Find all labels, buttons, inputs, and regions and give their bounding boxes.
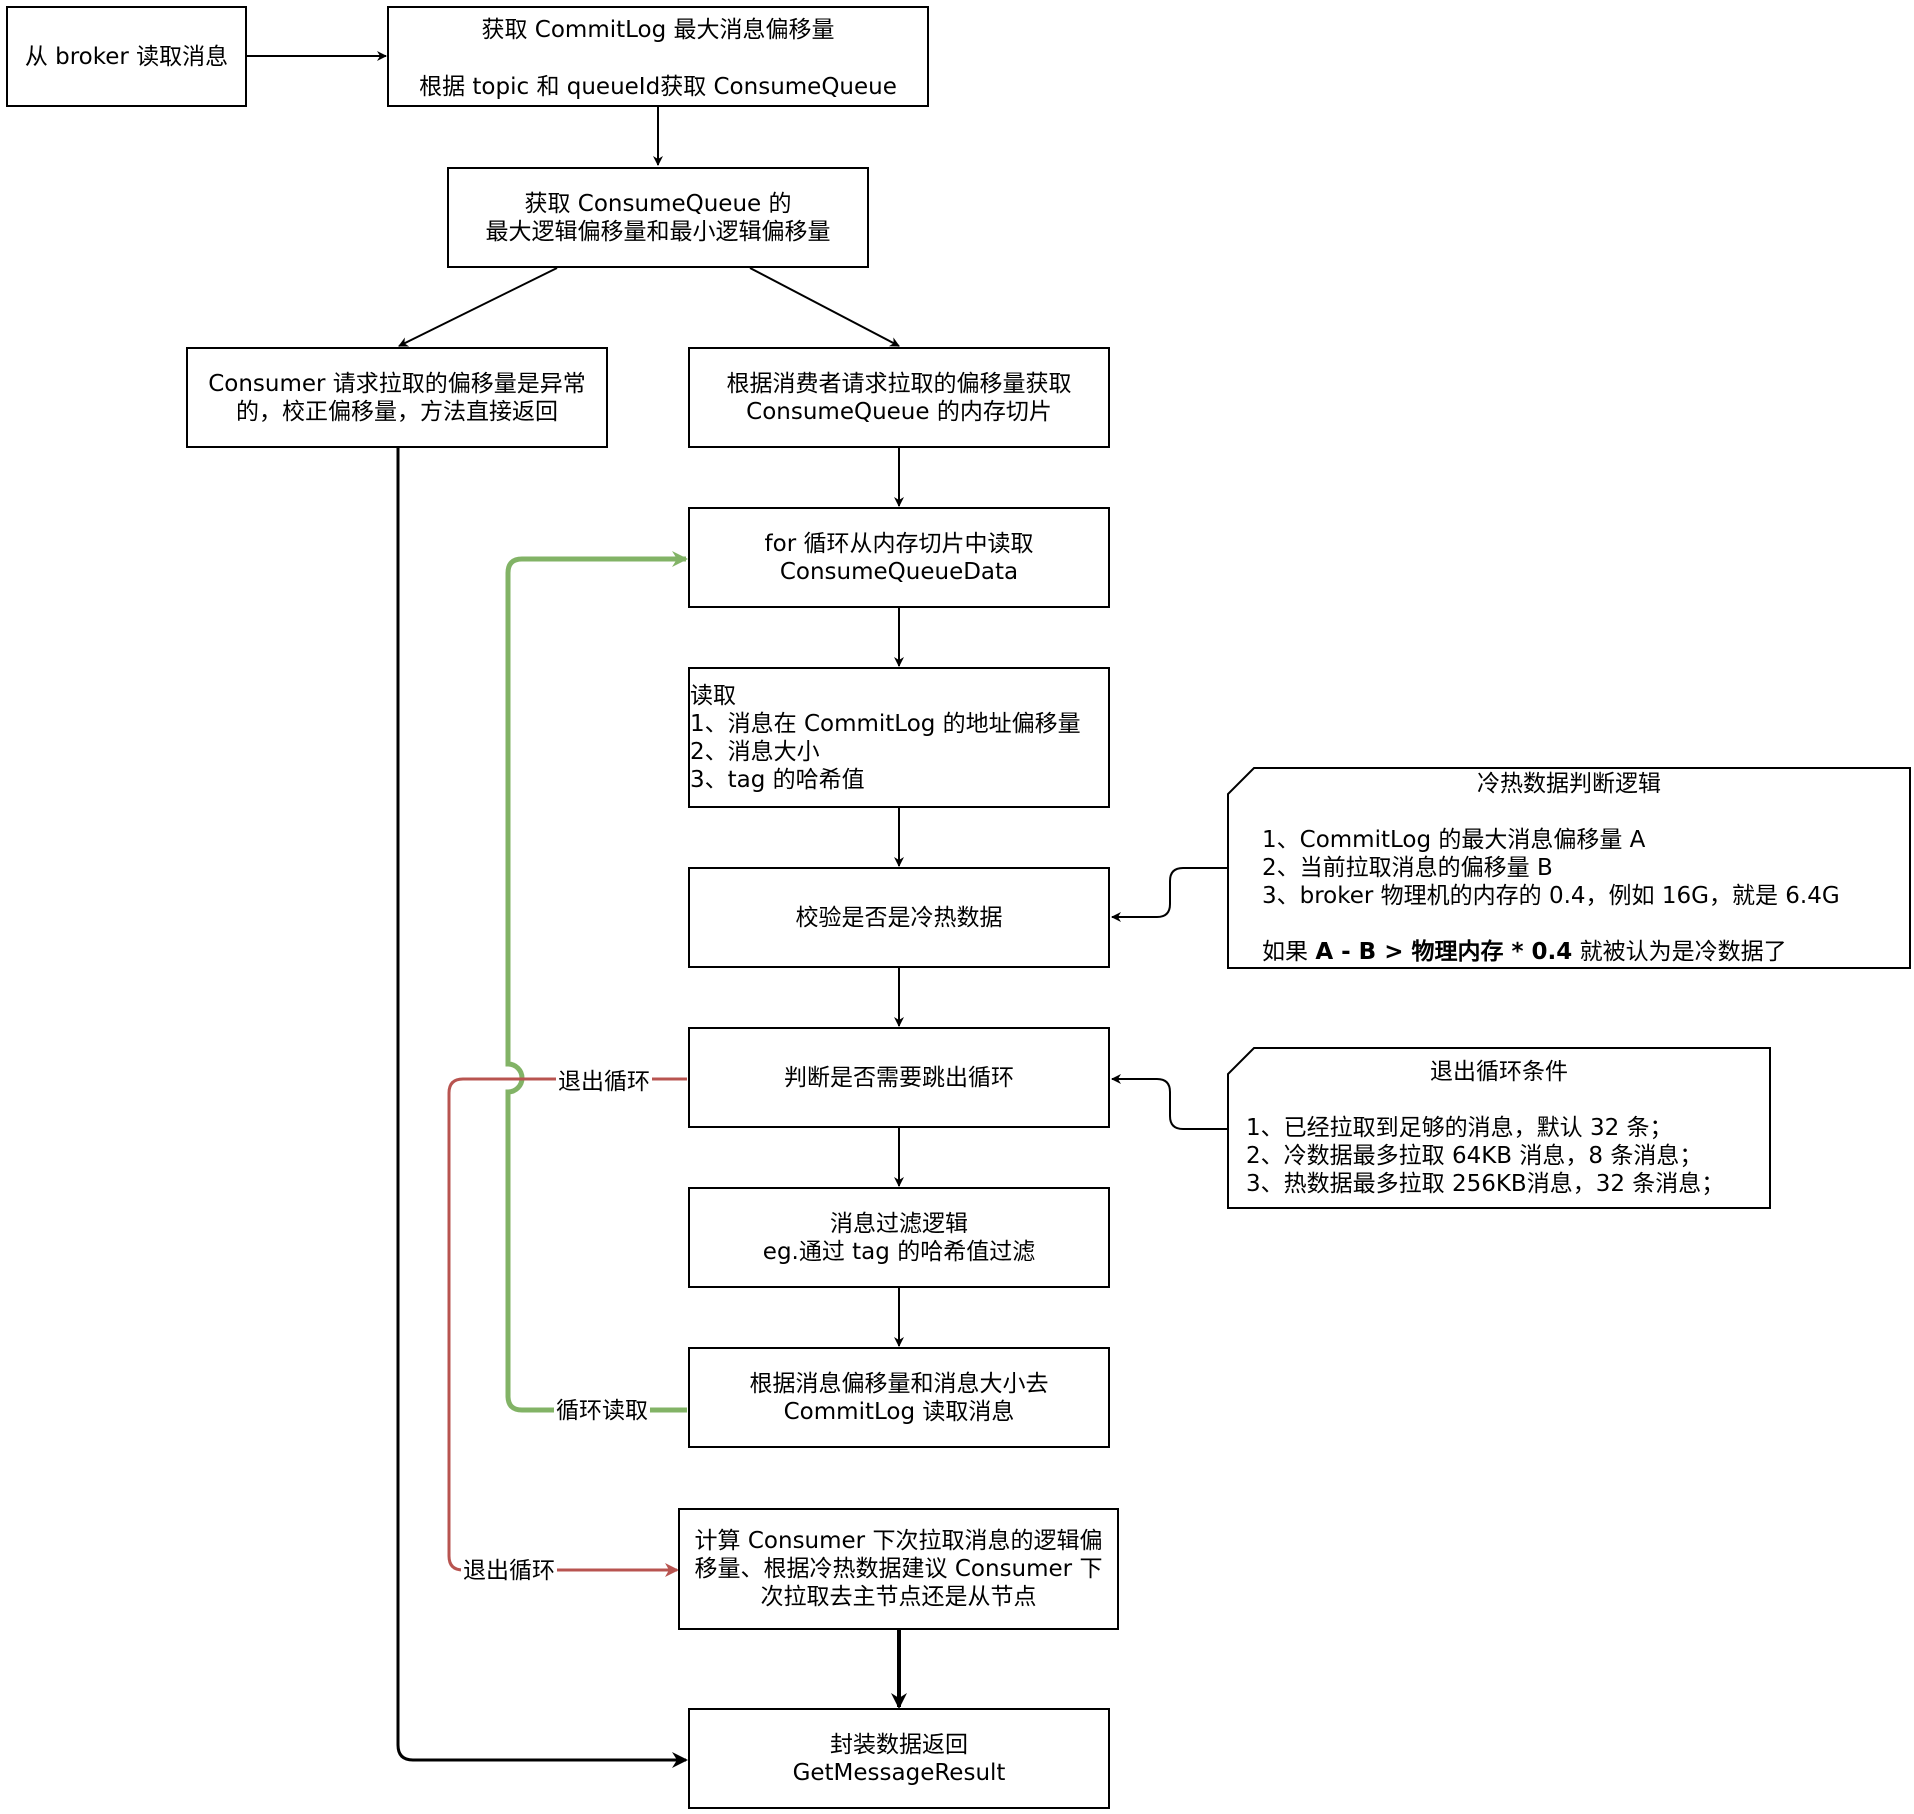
edge-label-exit-loop-top: 退出循环 [556, 1068, 652, 1096]
node-text-line: 获取 CommitLog 最大消息偏移量 [481, 17, 835, 43]
node-text-line: 读取 [690, 682, 736, 709]
node-text-line: 校验是否是冷热数据 [795, 904, 1003, 931]
node-read-from-broker[interactable]: 从 broker 读取消息 [6, 6, 247, 107]
note-cold-hot-item: 1、CommitLog 的最大消息偏移量 A [1262, 827, 1646, 853]
node-text-line: 3、tag 的哈希值 [690, 766, 865, 793]
node-text-line: 根据消息偏移量和消息大小去 [749, 1370, 1049, 1397]
node-text-line: 封装数据返回 [830, 1731, 968, 1758]
node-text-line: 计算 Consumer 下次拉取消息的逻辑偏 [694, 1528, 1103, 1554]
note-cold-hot-item: 3、broker 物理机的内存的 0.4，例如 16G，就是 6.4G [1262, 883, 1840, 909]
node-compute-next-offset[interactable]: 计算 Consumer 下次拉取消息的逻辑偏移量、根据冷热数据建议 Consum… [678, 1508, 1119, 1630]
note-cold-hot-shape [1227, 767, 1911, 969]
node-text-line: 次拉取去主节点还是从节点 [760, 1584, 1037, 1610]
node-text-line: 从 broker 读取消息 [24, 43, 229, 70]
node-text-line: CommitLog 读取消息 [783, 1398, 1015, 1425]
node-text-line: 获取 ConsumeQueue 的 [524, 190, 792, 217]
note-exit-title: 退出循环条件 [1430, 1059, 1568, 1085]
edge-cq-to-abnormal [398, 267, 558, 347]
note-cold-hot-rule: 如果 A - B > 物理内存 * 0.4 就被认为是冷数据了 [1228, 938, 1910, 966]
node-check-cold-hot[interactable]: 校验是否是冷热数据 [688, 867, 1110, 968]
note-cold-hot-item: 2、当前拉取消息的偏移量 B [1262, 855, 1553, 881]
edge-cq-to-slice [749, 267, 900, 347]
node-text-line: 的，校正偏移量，方法直接返回 [236, 398, 558, 425]
node-text-line: 移量、根据冷热数据建议 Consumer 下 [694, 1556, 1103, 1582]
edge-exit-loop [447, 1077, 687, 1577]
edge-label-loop-read: 循环读取 [554, 1397, 650, 1425]
node-text-line: 判断是否需要跳出循环 [784, 1064, 1014, 1091]
node-text-line: 最大逻辑偏移量和最小逻辑偏移量 [485, 218, 831, 245]
node-text-line: 根据 topic 和 queueId获取 ConsumeQueue [419, 74, 897, 100]
node-text-line: 消息过滤逻辑 [830, 1210, 968, 1237]
note-exit-item: 1、已经拉取到足够的消息，默认 32 条； [1246, 1115, 1673, 1141]
rule-suffix: 就被认为是冷数据了 [1572, 939, 1787, 965]
edge-note1-to-check [1111, 867, 1228, 922]
node-text-line: 1、消息在 CommitLog 的地址偏移量 [690, 710, 1081, 737]
note-exit-shape [1227, 1047, 1771, 1209]
note-exit-item: 2、冷数据最多拉取 64KB 消息，8 条消息； [1246, 1143, 1703, 1169]
edge-note2-to-break [1111, 1074, 1228, 1130]
node-get-commitlog-offset[interactable]: 获取 CommitLog 最大消息偏移量根据 topic 和 queueId获取… [387, 6, 929, 107]
node-text-line: ConsumeQueueData [779, 558, 1019, 585]
node-text-line: Consumer 请求拉取的偏移量是异常 [208, 370, 586, 397]
note-exit-conditions: 退出循环条件 1、已经拉取到足够的消息，默认 32 条； 2、冷数据最多拉取 6… [1228, 1058, 1770, 1208]
note-exit-item: 3、热数据最多拉取 256KB消息，32 条消息； [1246, 1171, 1725, 1197]
node-text-line: 2、消息大小 [690, 738, 820, 765]
rule-prefix: 如果 [1262, 939, 1316, 965]
note-cold-hot-logic: 冷热数据判断逻辑 1、CommitLog 的最大消息偏移量 A 2、当前拉取消息… [1228, 770, 1910, 968]
rule-formula: A - B > 物理内存 * 0.4 [1315, 939, 1573, 965]
edge-loop-back [505, 551, 688, 1413]
node-text-line: ConsumeQueue 的内存切片 [746, 398, 1052, 425]
node-text-line: GetMessageResult [792, 1759, 1006, 1786]
node-text-line: eg.通过 tag 的哈希值过滤 [762, 1238, 1036, 1265]
node-text-line: for 循环从内存切片中读取 [764, 530, 1034, 557]
edge-abnormal-to-return [396, 448, 688, 1768]
node-check-break[interactable]: 判断是否需要跳出循环 [688, 1027, 1110, 1128]
edge-label-exit-loop-bottom: 退出循环 [461, 1557, 557, 1585]
note-cold-hot-title: 冷热数据判断逻辑 [1477, 771, 1661, 797]
node-offset-abnormal[interactable]: Consumer 请求拉取的偏移量是异常的，校正偏移量，方法直接返回 [186, 347, 608, 448]
node-get-consumequeue-offsets[interactable]: 获取 ConsumeQueue 的最大逻辑偏移量和最小逻辑偏移量 [447, 167, 869, 268]
node-text-line: 根据消费者请求拉取的偏移量获取 [726, 370, 1072, 397]
